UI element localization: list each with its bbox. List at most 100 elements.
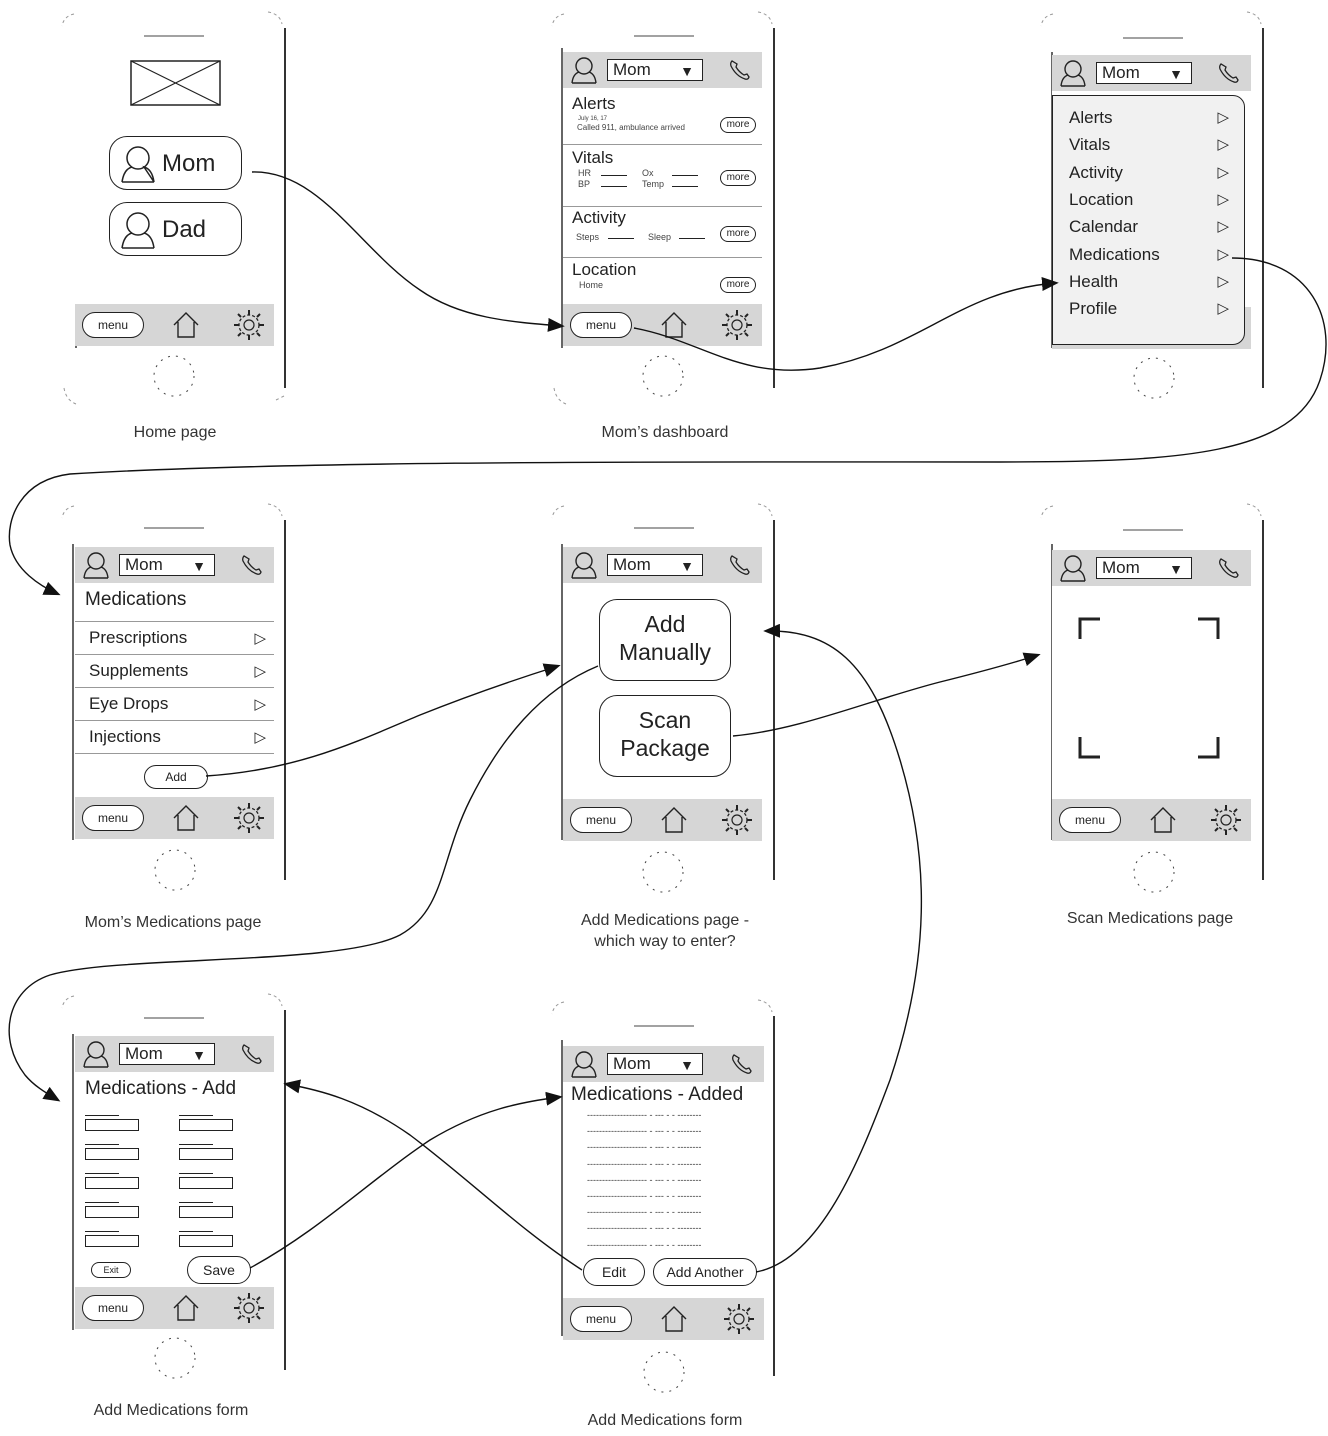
gear-icon[interactable] [232, 1291, 266, 1325]
home-icon[interactable] [171, 803, 201, 833]
home-icon[interactable] [171, 310, 201, 340]
dashboard-screen: Mom▼ Alerts July 16, 17 Called 911, ambu… [563, 52, 762, 346]
exit-button[interactable]: Exit [91, 1262, 131, 1278]
home-icon[interactable] [171, 1293, 201, 1323]
page-title: Medications - Add [85, 1078, 237, 1099]
profile-select[interactable]: Mom▼ [607, 554, 703, 576]
gear-icon[interactable] [232, 308, 266, 342]
phone-call-icon[interactable] [730, 1052, 754, 1076]
gear-icon[interactable] [720, 308, 754, 342]
chevron-right-icon: ▷ [254, 630, 266, 647]
form-input-field[interactable] [85, 1235, 139, 1247]
save-button[interactable]: Save [187, 1256, 251, 1284]
location-value: Home [579, 280, 604, 290]
bottom-nav: menu [563, 799, 762, 841]
phone-scan: Mom▼ menu [1037, 500, 1269, 900]
mom-profile-button[interactable]: Mom [109, 136, 242, 190]
medication-category-item[interactable]: Prescriptions▷ [75, 623, 274, 655]
vitals-more-button[interactable]: more [720, 170, 756, 186]
alerts-date: July 16, 17 [578, 116, 608, 122]
menu-button[interactable]: menu [82, 1295, 144, 1321]
profile-select[interactable]: Mom▼ [119, 554, 215, 576]
home-icon[interactable] [659, 805, 689, 835]
bottom-nav: menu [75, 1287, 274, 1329]
phone-call-icon[interactable] [1217, 61, 1241, 85]
home-icon[interactable] [1148, 805, 1178, 835]
form-input-field[interactable] [179, 1177, 233, 1189]
menu-button[interactable]: menu [1059, 807, 1121, 833]
add-another-button[interactable]: Add Another [653, 1258, 757, 1286]
form-input-field[interactable] [179, 1235, 233, 1247]
field-label-placeholder [85, 1202, 119, 1203]
add-medication-button[interactable]: Add [144, 765, 208, 789]
divider [75, 621, 274, 622]
phone-form: Mom▼ Medications - Add Exit Save menu [58, 990, 288, 1390]
scan-screen: Mom▼ menu [1052, 550, 1251, 841]
home-icon[interactable] [659, 1304, 689, 1334]
menu-item-health[interactable]: Health▷ [1069, 272, 1235, 296]
menu-item-label: Activity [1069, 162, 1123, 182]
person-icon [571, 57, 597, 84]
profile-select[interactable]: Mom▼ [1096, 62, 1192, 84]
chevron-right-icon: ▷ [1217, 163, 1229, 181]
menu-item-medications[interactable]: Medications▷ [1069, 245, 1235, 269]
gear-icon[interactable] [722, 1302, 756, 1336]
gear-icon[interactable] [720, 803, 754, 837]
location-more-button[interactable]: more [720, 277, 756, 293]
phone-call-icon[interactable] [240, 553, 264, 577]
menu-item-profile[interactable]: Profile▷ [1069, 299, 1235, 323]
scan-package-button[interactable]: Scan Package [599, 695, 731, 777]
form-input-field[interactable] [85, 1148, 139, 1160]
menu-button[interactable]: menu [570, 312, 632, 338]
profile-select[interactable]: Mom▼ [119, 1043, 215, 1065]
phone-call-icon[interactable] [1217, 556, 1241, 580]
dad-profile-button[interactable]: Dad [109, 202, 242, 256]
phone-added: Mom▼ Medications - Added ---------------… [548, 996, 780, 1396]
menu-button[interactable]: menu [570, 1306, 632, 1332]
add-manually-button[interactable]: Add Manually [599, 599, 731, 681]
divider [75, 654, 274, 655]
form-input-field[interactable] [179, 1148, 233, 1160]
menu-item-activity[interactable]: Activity ▷ [1069, 163, 1235, 187]
medication-category-item[interactable]: Supplements▷ [75, 656, 274, 688]
menu-button[interactable]: menu [82, 805, 144, 831]
profile-select[interactable]: Mom▼ [607, 59, 703, 81]
form-input-field[interactable] [179, 1206, 233, 1218]
form-input-field[interactable] [85, 1119, 139, 1131]
menu-item-calendar[interactable]: Calendar▷ [1069, 217, 1235, 241]
profile-select[interactable]: Mom▼ [1096, 557, 1192, 579]
steps-value-line [608, 238, 634, 239]
medication-category-label: Supplements [89, 661, 189, 680]
edit-button[interactable]: Edit [583, 1258, 645, 1286]
medication-category-item[interactable]: Injections▷ [75, 722, 274, 754]
menu-item-alerts[interactable]: Alerts▷ [1069, 108, 1235, 132]
form-input-field[interactable] [85, 1177, 139, 1189]
menu-item-location[interactable]: Location▷ [1069, 190, 1235, 214]
person-icon [121, 146, 155, 183]
added-medication-row: -------------------- - --- - - -------- [587, 1239, 702, 1250]
activity-more-button[interactable]: more [720, 226, 756, 242]
phone-call-icon[interactable] [240, 1042, 264, 1066]
dropdown-caret-icon: ▼ [680, 558, 694, 574]
person-icon [1060, 555, 1086, 582]
dropdown-caret-icon: ▼ [1169, 66, 1183, 82]
form-input-field[interactable] [85, 1206, 139, 1218]
menu-item-vitals[interactable]: Vitals▷ [1069, 135, 1235, 159]
bottom-nav: menu [75, 797, 274, 839]
menu-button[interactable]: menu [570, 807, 632, 833]
profile-select[interactable]: Mom▼ [607, 1053, 703, 1075]
phone-call-icon[interactable] [728, 553, 752, 577]
field-label-placeholder [179, 1115, 213, 1116]
alerts-more-button[interactable]: more [720, 117, 756, 133]
gear-icon[interactable] [1209, 803, 1243, 837]
bottom-nav: menu [563, 304, 762, 346]
home-icon[interactable] [659, 310, 689, 340]
phone-call-icon[interactable] [728, 58, 752, 82]
form-input-field[interactable] [179, 1119, 233, 1131]
field-label-placeholder [85, 1144, 119, 1145]
menu-button[interactable]: menu [82, 312, 144, 338]
medication-category-item[interactable]: Eye Drops▷ [75, 689, 274, 721]
added-medication-row: -------------------- - --- - - -------- [587, 1207, 702, 1218]
gear-icon[interactable] [232, 801, 266, 835]
profile-select-value: Mom [125, 555, 163, 574]
